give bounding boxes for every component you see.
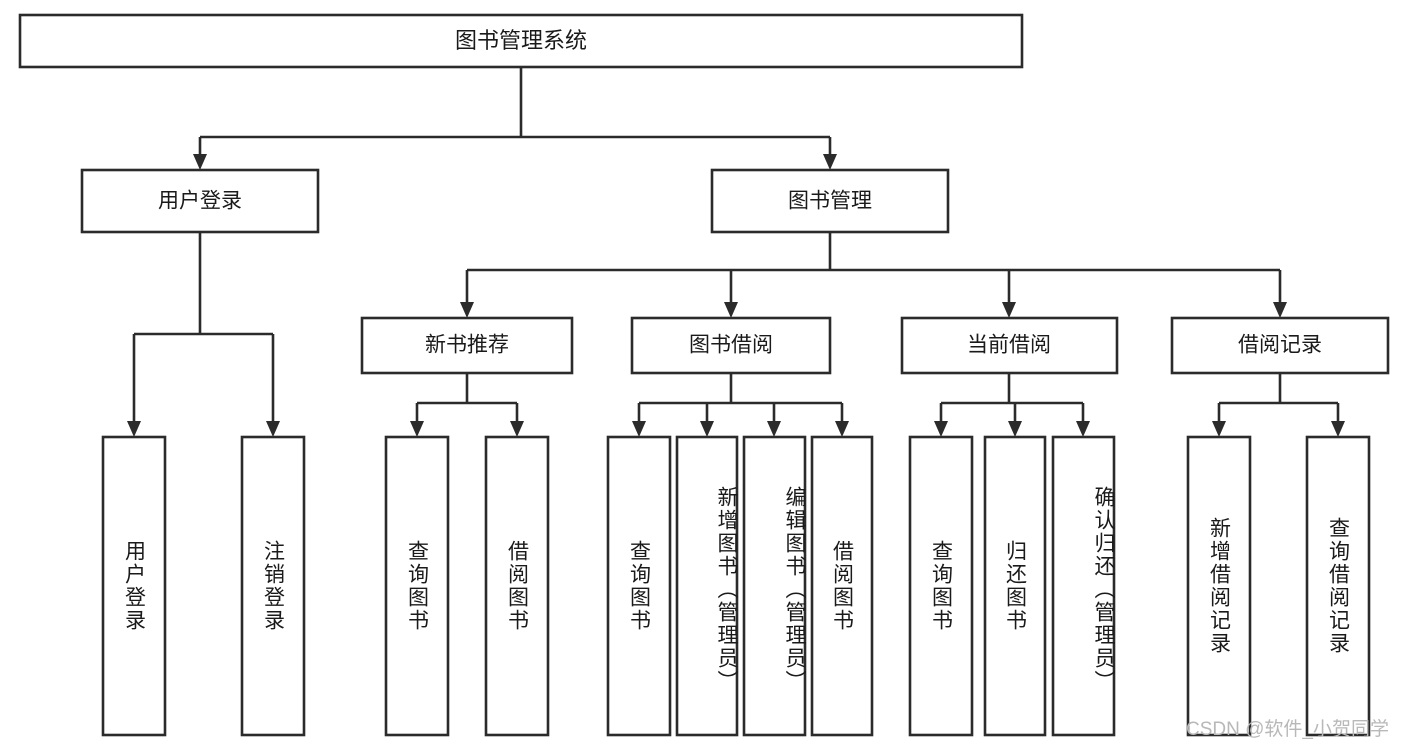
watermark: CSDN @软件_小贺同学 (1186, 719, 1389, 740)
node-book-management-label: 图书管理 (788, 190, 872, 213)
node-current-borrow[interactable]: 当前借阅 (900, 316, 1119, 375)
leaf-box-edit-book-admin[interactable] (742, 435, 807, 737)
leaf-box-logout[interactable] (240, 435, 306, 737)
connector-record-to-leaves (1212, 373, 1345, 437)
node-root[interactable]: 图书管理系统 (18, 13, 1024, 69)
connector-bookmgmt-to-level3 (460, 232, 1287, 318)
leaf-box-query-borrow-record[interactable] (1305, 435, 1371, 737)
leaf-box-add-book-admin[interactable] (675, 435, 739, 737)
leaf-box-return-book[interactable] (983, 435, 1047, 737)
leaf-box-user-login[interactable] (101, 435, 167, 737)
leaf-box-query-book-current[interactable] (908, 435, 974, 737)
connector-root-to-level2 (193, 67, 837, 170)
node-user-login-label: 用户登录 (158, 190, 242, 213)
leaf-box-borrow-book-new[interactable] (484, 435, 550, 737)
connector-borrow-to-leaves (632, 373, 849, 437)
connector-current-to-leaves (934, 373, 1090, 437)
node-new-book-recommend[interactable]: 新书推荐 (360, 316, 574, 375)
connector-userlogin-to-leaves (127, 232, 280, 437)
node-root-label: 图书管理系统 (455, 28, 587, 53)
leaf-box-query-book-borrow[interactable] (606, 435, 672, 737)
node-current-borrow-label: 当前借阅 (967, 334, 1051, 357)
node-borrow-record[interactable]: 借阅记录 (1170, 316, 1390, 375)
connector-newbook-to-leaves (410, 373, 524, 437)
leaf-box-add-borrow-record[interactable] (1186, 435, 1252, 737)
node-book-management[interactable]: 图书管理 (710, 168, 950, 234)
node-user-login[interactable]: 用户登录 (80, 168, 320, 234)
leaf-box-confirm-return-admin[interactable] (1051, 435, 1116, 737)
leaf-box-query-book-new[interactable] (384, 435, 450, 737)
leaf-box-borrow-book[interactable] (810, 435, 874, 737)
node-new-book-recommend-label: 新书推荐 (425, 334, 509, 357)
node-book-borrow-label: 图书借阅 (689, 334, 773, 357)
node-borrow-record-label: 借阅记录 (1238, 334, 1322, 357)
node-book-borrow[interactable]: 图书借阅 (630, 316, 832, 375)
